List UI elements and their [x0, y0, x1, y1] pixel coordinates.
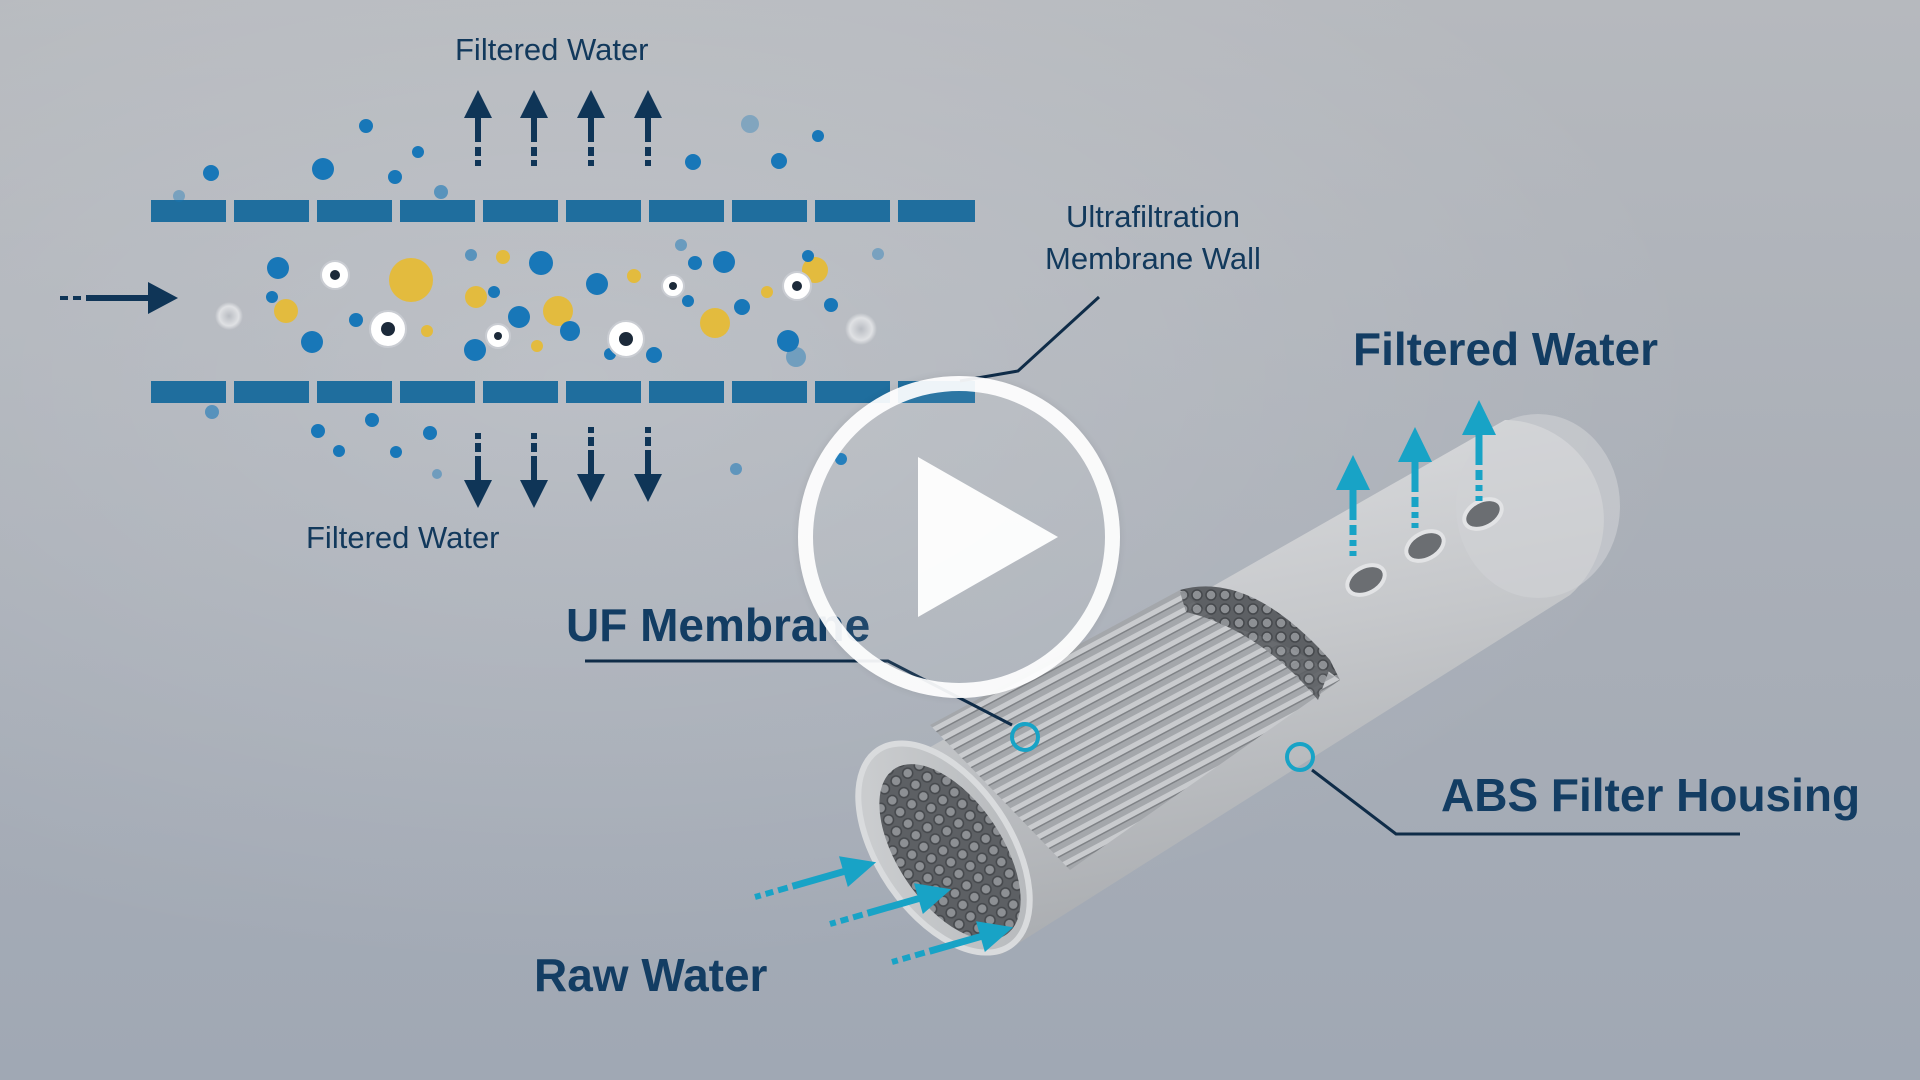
- membrane-wall-label-line1: Ultrafiltration: [1066, 199, 1240, 234]
- inflow-arrow: [60, 282, 178, 314]
- abs-housing-marker: [1285, 742, 1315, 772]
- top-filtered-water-label: Filtered Water: [455, 32, 649, 67]
- membrane-wall-top: [151, 200, 975, 222]
- housing-outflow-arrows: [1336, 400, 1496, 556]
- membrane-wall-label: Ultrafiltration Membrane Wall: [1028, 196, 1278, 280]
- membrane-wall-label-line2: Membrane Wall: [1045, 241, 1261, 276]
- filtered-up-arrows: [464, 90, 662, 166]
- raw-water-inflow-arrows: [754, 856, 1014, 965]
- abs-housing-leader: [1311, 768, 1740, 836]
- housing-filtered-water-label: Filtered Water: [1353, 323, 1659, 375]
- filtered-down-arrows: [464, 427, 662, 508]
- play-button[interactable]: [798, 376, 1120, 698]
- abs-filter-housing-label: ABS Filter Housing: [1441, 769, 1861, 821]
- membrane-wall-leader: [959, 295, 1101, 383]
- raw-water-label: Raw Water: [534, 949, 768, 1001]
- play-icon: [918, 457, 1058, 617]
- membrane-wall-bottom: [151, 381, 975, 403]
- filter-housing: [855, 414, 1620, 956]
- raw-water-particles: [215, 239, 884, 367]
- bottom-filtered-water-label: Filtered Water: [306, 520, 500, 555]
- uf-membrane-marker: [1010, 722, 1040, 752]
